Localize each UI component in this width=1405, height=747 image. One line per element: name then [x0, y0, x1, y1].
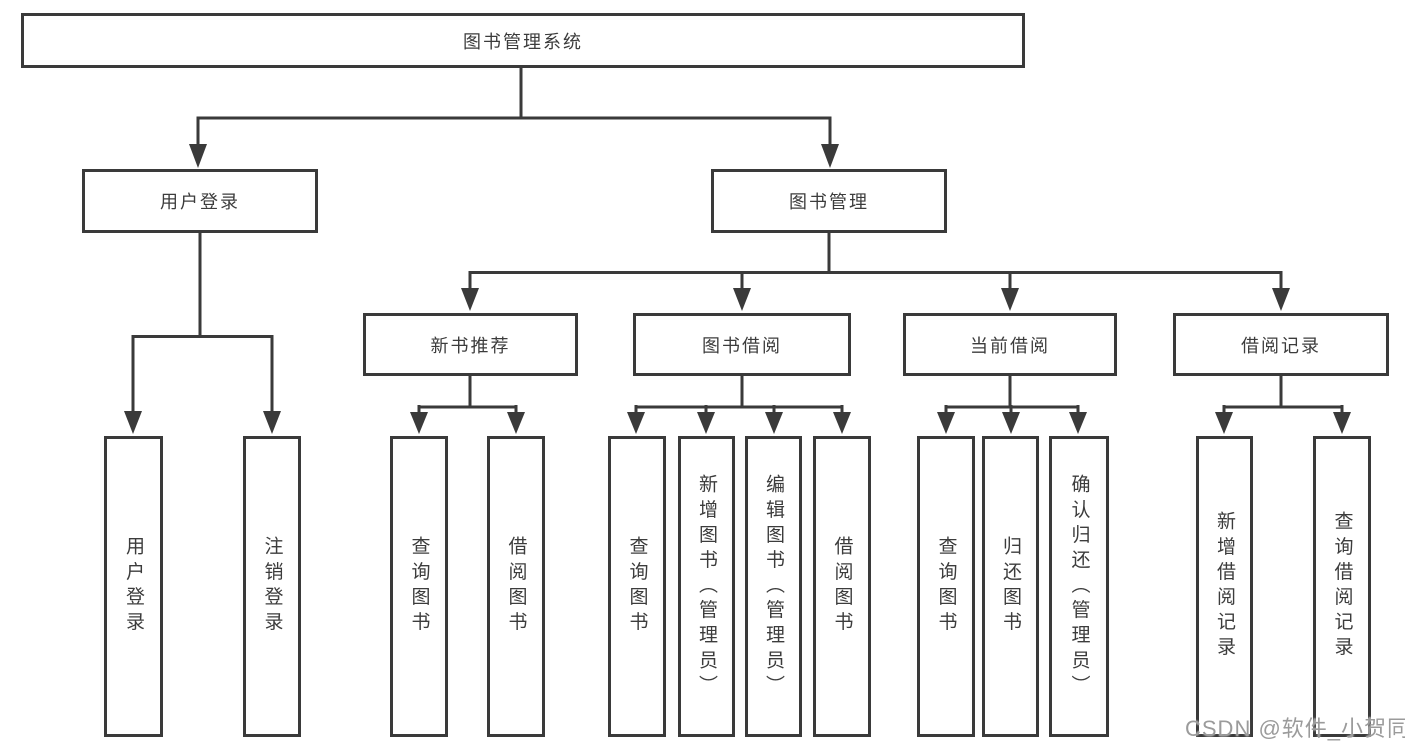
node-user-login: 用户登录 — [82, 169, 318, 233]
leaf-borrow-books: 借阅图书 — [813, 436, 871, 737]
leaf-logout: 注销登录 — [243, 436, 301, 737]
leaf-edit-books-admin: 编辑图书（管理员） — [745, 436, 802, 737]
leaf-borrow-books-recommend: 借阅图书 — [487, 436, 545, 737]
leaf-confirm-return-admin: 确认归还（管理员） — [1049, 436, 1109, 737]
leaf-query-books-borrow: 查询图书 — [608, 436, 666, 737]
watermark: CSDN @软件_小贺同学 — [1185, 716, 1405, 741]
leaf-add-borrow-record: 新增借阅记录 — [1196, 436, 1253, 737]
arrow-down-icons — [124, 144, 1351, 434]
leaf-query-books-current: 查询图书 — [917, 436, 975, 737]
leaf-query-borrow-record: 查询借阅记录 — [1313, 436, 1371, 737]
leaf-user-login: 用户登录 — [104, 436, 163, 737]
node-borrow-records: 借阅记录 — [1173, 313, 1389, 376]
leaf-return-books: 归还图书 — [982, 436, 1039, 737]
node-new-book-recommend: 新书推荐 — [363, 313, 578, 376]
node-book-management: 图书管理 — [711, 169, 947, 233]
leaf-query-books-recommend: 查询图书 — [390, 436, 448, 737]
node-book-borrow: 图书借阅 — [633, 313, 851, 376]
leaf-add-books-admin: 新增图书（管理员） — [678, 436, 735, 737]
node-library-management-system: 图书管理系统 — [21, 13, 1025, 68]
node-current-borrow: 当前借阅 — [903, 313, 1117, 376]
